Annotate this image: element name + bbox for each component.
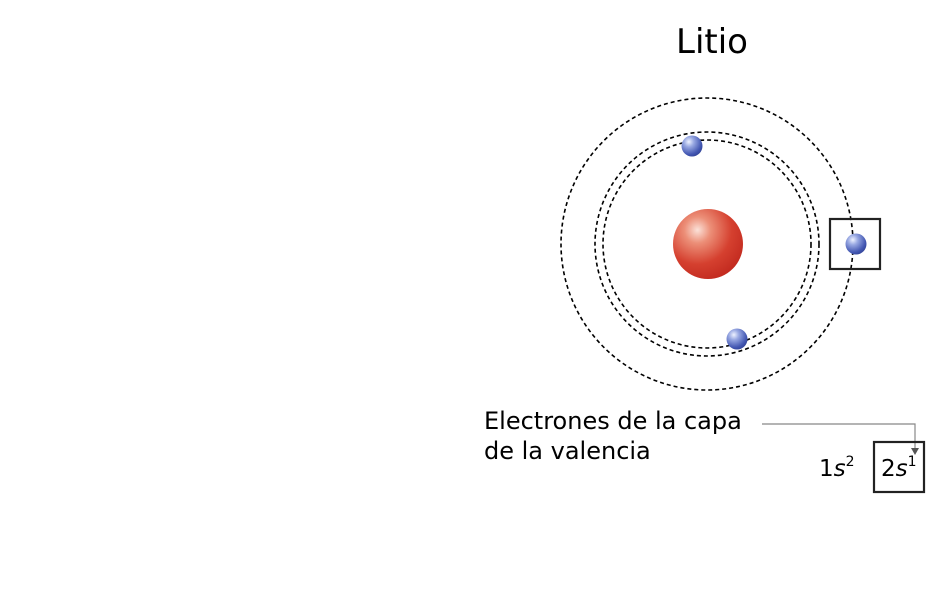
config-2s: 2s1	[881, 454, 917, 482]
nucleus	[673, 209, 743, 279]
inner-orbit-2	[594, 131, 820, 357]
electron-valence	[845, 233, 867, 255]
diagram-title: Litio	[676, 22, 748, 62]
valence-caption-line2: de la valencia	[484, 437, 651, 465]
electron-inner-1	[681, 135, 703, 157]
leader-arrowhead	[911, 448, 919, 455]
valence-electron-box	[828, 217, 882, 271]
config-2s-box	[872, 440, 926, 494]
inner-orbit-1	[602, 139, 812, 349]
valence-caption-line1: Electrones de la capa	[484, 407, 742, 435]
leader-line	[762, 423, 916, 448]
electron-inner-2	[726, 328, 748, 350]
config-1s: 1s2	[819, 454, 855, 482]
